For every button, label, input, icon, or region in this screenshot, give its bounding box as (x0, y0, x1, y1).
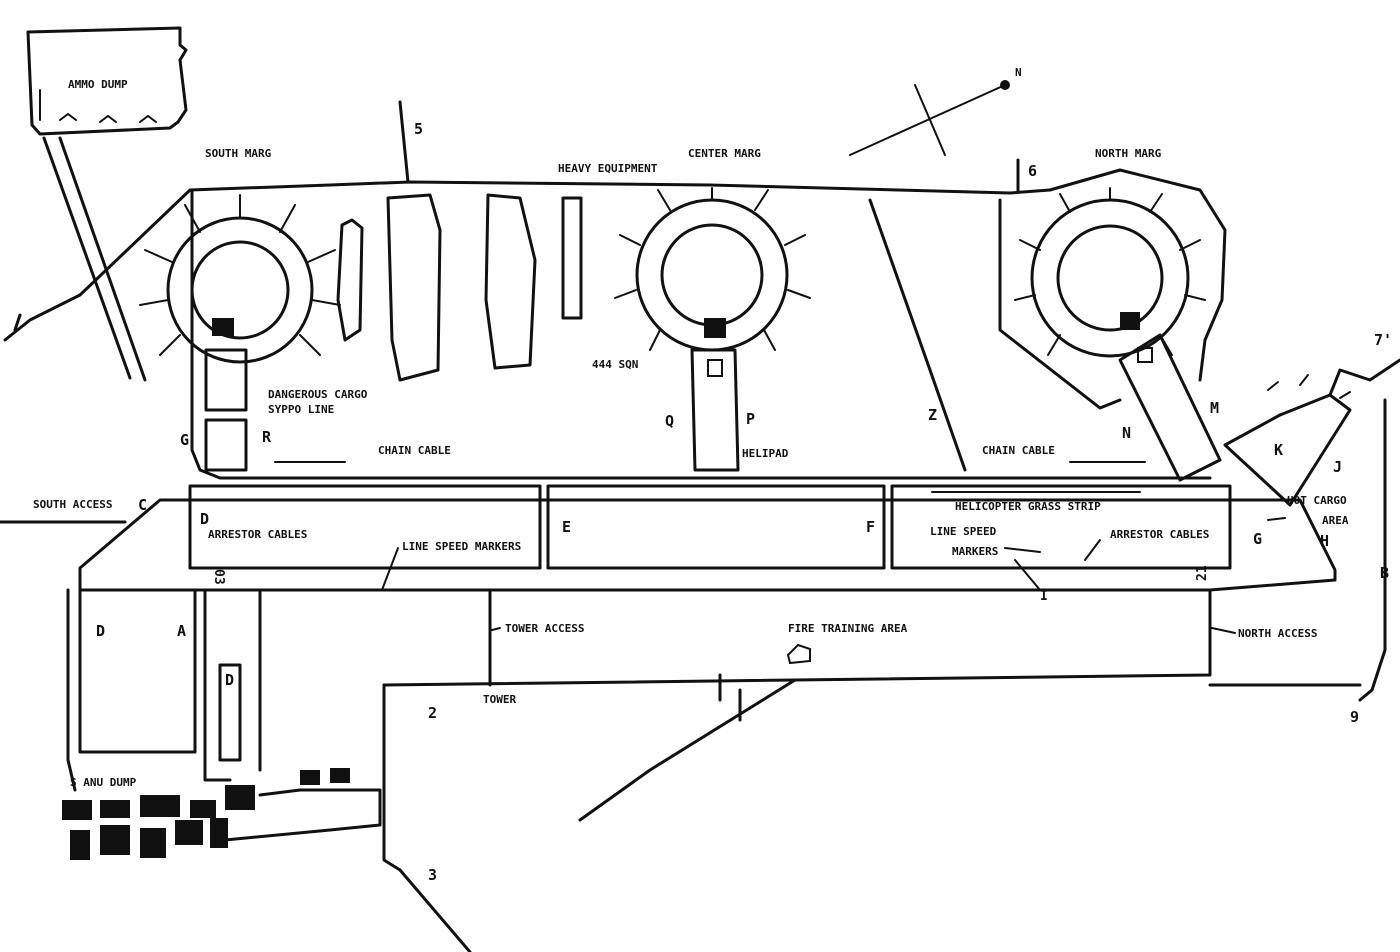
label-letter-n: N (1122, 424, 1131, 442)
label-letter-g-south: G (180, 431, 189, 449)
label-letter-f: F (866, 518, 875, 536)
taxiway-z (868, 198, 967, 472)
label-heavy-equipment: HEAVY EQUIPMENT (558, 162, 658, 175)
label-s-anu-dump: S ANU DUMP (70, 776, 137, 789)
label-number-3: 3 (428, 866, 437, 884)
label-runway-03: 03 (211, 569, 226, 585)
runway (78, 461, 1337, 592)
label-letter-p: P (746, 410, 755, 428)
label-letter-a: A (177, 622, 186, 640)
building-cluster (62, 768, 382, 860)
hot-cargo-area (1223, 358, 1400, 702)
label-runway-21: 21 (1195, 565, 1210, 581)
center-marg-ring (614, 187, 811, 472)
label-letter-r: R (262, 428, 272, 446)
label-south-access: SOUTH ACCESS (33, 498, 112, 511)
label-letter-m: M (1210, 399, 1219, 417)
label-letter-e: E (562, 518, 571, 536)
label-letter-d: D (200, 510, 209, 528)
label-hot-cargo-1: HOT CARGO (1287, 494, 1347, 507)
label-number-5: 5 (414, 120, 423, 138)
label-letter-g-north: G (1253, 530, 1262, 548)
label-number-2: 2 (428, 704, 437, 722)
label-center-marg: CENTER MARG (688, 147, 761, 160)
label-line-speed-markers-north-2: MARKERS (952, 545, 998, 558)
label-letter-d-bldg: D (225, 671, 234, 689)
label-number-7: 7' (1374, 331, 1392, 349)
label-hot-cargo-2: AREA (1322, 514, 1349, 527)
label-letter-k: K (1274, 441, 1283, 459)
label-number-9: 9 (1350, 708, 1359, 726)
label-dangerous-cargo-1: DANGEROUS CARGO (268, 388, 368, 401)
map-labels: AMMO DUMP SOUTH MARG CENTER MARG NORTH M… (33, 66, 1392, 884)
label-letter-c: C (138, 496, 147, 514)
label-letter-q: Q (665, 412, 674, 430)
label-letter-b: B (1380, 564, 1389, 582)
label-letter-z: Z (928, 406, 937, 424)
label-letter-i: I (1040, 589, 1048, 604)
label-fire-training-area: FIRE TRAINING AREA (788, 622, 908, 635)
label-chain-cable-north: CHAIN CABLE (982, 444, 1055, 457)
label-dangerous-cargo-2: SYPPO LINE (268, 403, 334, 416)
label-number-6: 6 (1028, 162, 1037, 180)
south-ramp (0, 520, 1362, 952)
label-tower-access: TOWER ACCESS (505, 622, 584, 635)
label-444-sqn: 444 SQN (592, 358, 638, 371)
label-letter-h: H (1320, 532, 1329, 550)
label-tower: TOWER (483, 693, 516, 706)
north-arrow (849, 80, 1010, 156)
center-hardstands (336, 193, 583, 382)
label-ammo-dump: AMMO DUMP (68, 78, 128, 91)
label-letter-d-ramp: D (96, 622, 105, 640)
label-north-access: NORTH ACCESS (1238, 627, 1317, 640)
label-north-marg: NORTH MARG (1095, 147, 1162, 160)
perimeter-roads (3, 100, 1227, 480)
label-line-speed-markers-north-1: LINE SPEED (930, 525, 997, 538)
label-south-marg: SOUTH MARG (205, 147, 272, 160)
marker-arrows (381, 517, 1286, 634)
label-letter-j: J (1333, 458, 1342, 476)
label-chain-cable-south: CHAIN CABLE (378, 444, 451, 457)
label-arrestor-cables-south: ARRESTOR CABLES (208, 528, 307, 541)
north-marg-ring (1014, 187, 1222, 482)
label-helicopter-grass-strip: HELICOPTER GRASS STRIP (955, 500, 1101, 513)
label-helipad: HELIPAD (742, 447, 789, 460)
south-marg-ring (139, 194, 341, 472)
north-apron-edge (998, 198, 1122, 410)
ammo-dump-enclosure (26, 26, 188, 382)
label-line-speed-markers-south: LINE SPEED MARKERS (402, 540, 521, 553)
label-north-arrow: N (1015, 66, 1022, 79)
label-arrestor-cables-north: ARRESTOR CABLES (1110, 528, 1209, 541)
